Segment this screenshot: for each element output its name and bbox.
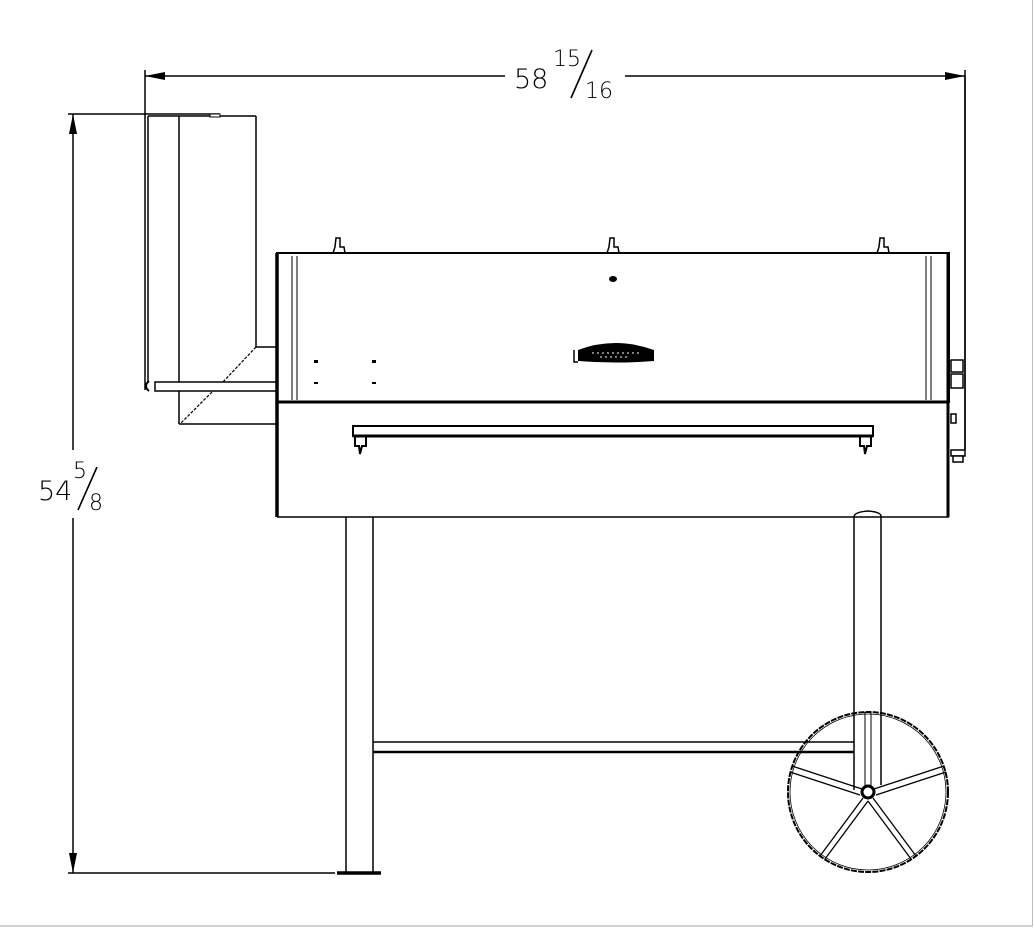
lid-handle-right	[876, 237, 890, 254]
right-leg	[853, 510, 882, 790]
lid-bolts	[314, 360, 376, 384]
arrow-right-icon	[945, 72, 965, 80]
arrow-down-icon	[69, 853, 77, 873]
lid-handle-left	[332, 237, 346, 254]
lid-handle-center	[606, 237, 620, 254]
height-dimension: 54 5 8	[38, 113, 335, 874]
height-denominator: 8	[89, 491, 103, 516]
wheel-hub-icon	[860, 784, 876, 800]
thermometer-port-icon	[609, 276, 617, 282]
cooking-chamber-body	[277, 425, 949, 518]
arrow-left-icon	[145, 72, 165, 80]
width-whole: 58	[514, 64, 548, 95]
brand-logo-plate	[573, 343, 654, 363]
height-fraction-slash	[77, 466, 98, 511]
lower-shelf-bar	[373, 741, 854, 754]
firebox-chimney	[145, 113, 278, 425]
width-fraction-slash	[570, 49, 593, 99]
side-latch-hardware	[950, 359, 966, 463]
width-numerator: 15	[553, 47, 581, 72]
arrow-up-icon	[69, 114, 77, 134]
height-numerator: 5	[73, 459, 87, 484]
left-leg	[337, 517, 381, 875]
width-denominator: 16	[585, 79, 613, 104]
height-whole: 54	[38, 476, 72, 507]
cook-chamber-lid	[275, 237, 966, 517]
wheel	[787, 711, 949, 873]
wheel-spokes	[789, 765, 947, 860]
side-shelf-tube	[154, 381, 278, 392]
front-shelf-rail	[352, 425, 874, 455]
